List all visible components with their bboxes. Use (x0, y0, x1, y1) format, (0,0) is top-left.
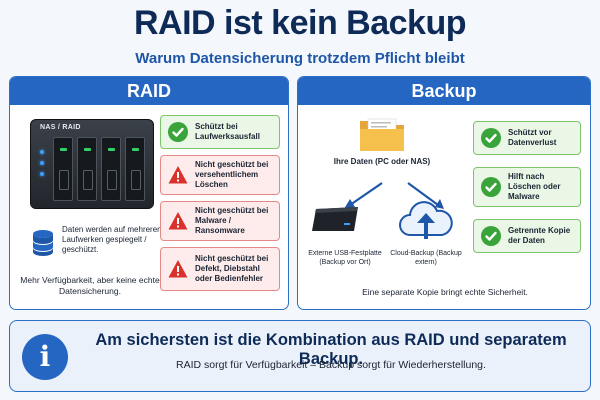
backup-card-text: Schützt vor Datenverlust (508, 128, 557, 147)
banner-title: Am sichersten ist die Kombination aus RA… (95, 331, 567, 368)
banner-subtitle: RAID sorgt für Verfügbarkeit – Backup so… (176, 359, 486, 371)
backup-heading: Backup (298, 77, 590, 105)
nas-drive-bays (53, 137, 145, 201)
raid-card-text: Schützt bei Laufwerksausfall (195, 122, 260, 141)
raid-card-warn: Nicht geschützt bei Malware / Ransomware (160, 201, 280, 241)
raid-cards: Schützt bei Laufwerksausfall Nicht gesch… (160, 115, 280, 297)
external-hdd-icon (312, 207, 358, 231)
cloud-backup-label: Cloud-Backup (Backup extern) (390, 250, 462, 266)
cloud-upload-icon (399, 201, 453, 239)
raid-card-ok: Schützt bei Laufwerksausfall (160, 115, 280, 149)
warning-icon (168, 260, 188, 278)
nas-device-icon: NAS / RAID (30, 119, 154, 209)
check-icon (168, 122, 188, 142)
check-icon (481, 128, 501, 148)
raid-storage-text: Daten werden auf mehreren Laufwerken ges… (62, 225, 162, 254)
recommendation-banner: i Am sichersten ist die Kombination aus … (9, 320, 591, 392)
raid-card-warn: Nicht geschützt bei versehentlichem Lösc… (160, 155, 280, 195)
raid-card-text: Nicht geschützt bei versehentlichem Lösc… (195, 160, 269, 189)
backup-card-text: Getrennte Kopie der Daten (508, 226, 571, 245)
usb-backup-label: Externe USB-Festplatte (Backup vor Ort) (308, 250, 382, 266)
backup-footer: Eine separate Kopie bringt echte Sicherh… (362, 287, 528, 297)
raid-heading: RAID (10, 77, 288, 105)
nas-leds (40, 150, 44, 183)
folder-icon (360, 118, 404, 151)
check-icon (481, 226, 501, 246)
split-arrows-icon (344, 182, 444, 209)
info-icon: i (22, 334, 68, 380)
warning-icon (168, 166, 188, 184)
raid-card-text: Nicht geschützt bei Defekt, Diebstahl od… (195, 254, 269, 283)
database-icon (33, 230, 53, 256)
raid-card-text: Nicht geschützt bei Malware / Ransomware (195, 206, 269, 235)
warning-icon (168, 212, 188, 230)
backup-card-ok: Schützt vor Datenverlust (473, 121, 581, 155)
source-data-label: Ihre Daten (PC oder NAS) (333, 157, 431, 166)
backup-panel: Backup Ihre Daten (PC oder NAS) Externe … (297, 76, 591, 310)
raid-footer: Mehr Verfügbarkeit, aber keine echte Dat… (20, 275, 160, 296)
check-icon (481, 177, 501, 197)
nas-device-label: NAS / RAID (40, 124, 81, 131)
backup-cards: Schützt vor Datenverlust Hilft nach Lösc… (473, 121, 581, 265)
backup-card-ok: Hilft nach Löschen oder Malware (473, 167, 581, 207)
backup-card-ok: Getrennte Kopie der Daten (473, 219, 581, 253)
backup-card-text: Hilft nach Löschen oder Malware (508, 172, 561, 201)
page-title: RAID ist kein Backup (134, 4, 466, 42)
raid-panel: RAID NAS / RAID Daten werden auf mehrere… (9, 76, 289, 310)
raid-card-warn: Nicht geschützt bei Defekt, Diebstahl od… (160, 247, 280, 291)
page-subtitle: Warum Datensicherung trotzdem Pflicht bl… (135, 50, 465, 67)
